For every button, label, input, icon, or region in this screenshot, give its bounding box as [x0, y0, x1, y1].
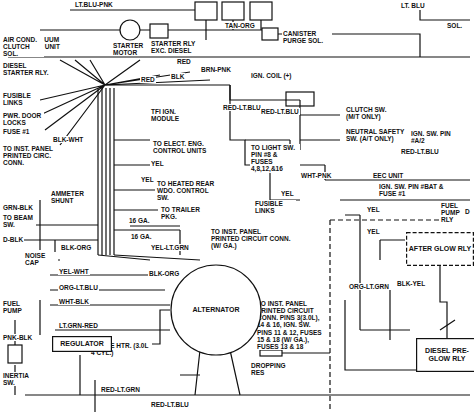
wire-label: DIESEL STARTER RLY.: [2, 62, 50, 76]
wire-label: ORG-LT.BLU: [58, 284, 99, 291]
alternator-circle: ALTERNATOR: [170, 264, 262, 356]
wire-label: RED-LT.BLU: [222, 104, 262, 111]
wire-label: RED-LT.BLU: [150, 401, 190, 408]
wire-label: YEL: [366, 228, 381, 235]
wire-label: TO TRAILER PKG.: [160, 206, 202, 220]
node-text-group: ALTERNATOR: [192, 306, 239, 314]
wire-label: YEL: [366, 206, 381, 213]
wire-label: WHT-BLK: [58, 298, 90, 305]
wire-label: SOL.: [446, 22, 463, 29]
wire-label: GRN-BLK: [2, 204, 34, 211]
node-text-group: AFTER GLOW RLY: [409, 245, 471, 253]
wire-label: RED-LT.BLU: [400, 148, 440, 155]
relay-box: DIESEL PRE-GLOW RLY: [416, 338, 474, 372]
wire-label: RED: [140, 76, 156, 83]
wire-label: BRN-PNK: [200, 66, 232, 73]
wire-label: TO INST. PANEL PRINTED CIRCUIT CONN. (W/…: [210, 228, 292, 249]
outline: [171, 265, 261, 355]
wire-label: STARTER RLY EXC. DIESEL: [150, 40, 200, 54]
wire-label: IGN. COIL (+): [250, 72, 293, 79]
wire-label: TO HEATED REAR WDO. CONTROL SW.: [156, 180, 216, 201]
node-text-group: REGULATOR: [60, 340, 104, 348]
wire-label: TAN-ORG: [224, 22, 256, 29]
wire-label: D-BLK: [2, 236, 24, 243]
wire-label: YEL-LT.GRN: [150, 244, 190, 251]
wire-label: YEL: [280, 190, 295, 197]
wire-label: WHT-PNK: [300, 172, 332, 179]
wire-label: 16 GA.: [130, 233, 153, 240]
wire-label: CANISTER PURGE SOL.: [282, 30, 332, 44]
wire-label: LT. BLU: [400, 2, 426, 9]
wire-label: TO LIGHT SW. PIN #8 & FUSES 4,8,12,&16: [250, 144, 300, 173]
node-label: AFTER GLOW RLY: [409, 245, 471, 253]
wire-label: AIR COND. CLUTCH SOL.: [2, 36, 44, 57]
wire-label: EEC UNIT: [372, 172, 404, 179]
node-label: DIESEL PRE-GLOW RLY: [416, 347, 474, 362]
wire-label: NEUTRAL SAFETY SW. (A/T ONLY): [345, 128, 409, 142]
wire-label: RED-LT.GRN: [100, 386, 141, 393]
wire-label: AMMETER SHUNT: [50, 190, 92, 204]
wire-label: RED-LT.BLU: [260, 108, 300, 115]
wire-label: IGN. SW. PIN #A/2: [410, 130, 460, 144]
outline: [407, 233, 474, 266]
wire-label: BLK: [170, 73, 185, 80]
wire-label: BLK-ORG: [60, 244, 92, 251]
wire-label: BLK-WHT: [52, 136, 84, 143]
wire-label: RED: [176, 58, 192, 65]
node-label: REGULATOR: [60, 340, 104, 348]
wire-label: TO BEAM SW.: [2, 214, 36, 228]
wire-label: 16 GA.: [128, 217, 151, 224]
wire-label: BLK-ORG: [148, 270, 180, 277]
wire-label: PWR. DOOR LOCKS: [2, 112, 44, 126]
wire-label: CLUTCH SW. (M/T ONLY): [345, 106, 399, 120]
wire-label: FUSE #1: [2, 128, 30, 135]
wire-label: TFI IGN. MODULE: [150, 108, 192, 122]
node-label: ALTERNATOR: [192, 306, 239, 314]
wire-label: INERTIA SW.: [2, 372, 34, 386]
wire-label: FUEL PUMP: [2, 300, 34, 314]
wire-label: IGN. SW. PIN #BAT & FUSE #1: [378, 183, 450, 197]
node-text-group: DIESEL PRE-GLOW RLY: [416, 347, 474, 362]
wire-label: DROPPING RES: [250, 362, 288, 376]
wire-label: TO INST. PANEL PRINTED CIRCUIT CONN. PIN…: [256, 300, 328, 350]
wire-label: D: [464, 208, 471, 215]
relay-box: AFTER GLOW RLY: [406, 232, 474, 266]
wire-label: YEL-WHT: [58, 268, 90, 275]
wire-label: TO INST. PANEL PRINTED CIRC. CONN.: [2, 145, 60, 166]
wire-label: ORG-LT.GRN: [348, 283, 390, 290]
wire-label: FUSIBLE LINKS: [2, 92, 40, 106]
wire-label: TO ELECT. ENG. CONTROL UNITS: [152, 140, 214, 154]
wire-label: LT.BLU-PNK: [74, 1, 114, 8]
wire-label: YEL: [140, 176, 155, 183]
outline: [53, 337, 112, 352]
wire-label: FUSIBLE LINKS: [254, 200, 296, 214]
wire-connector: [440, 266, 447, 338]
wire-label: LT.GRN-RED: [58, 322, 99, 329]
wire-label: BLK-YEL: [396, 280, 426, 287]
wire-label: NOISE CAP: [24, 252, 58, 266]
wire-label: PNK-BLK: [2, 334, 33, 341]
relay-box: REGULATOR: [52, 336, 112, 352]
wire-label: YEL: [150, 160, 165, 167]
outline: [417, 339, 474, 372]
wire-connector: [112, 310, 170, 344]
